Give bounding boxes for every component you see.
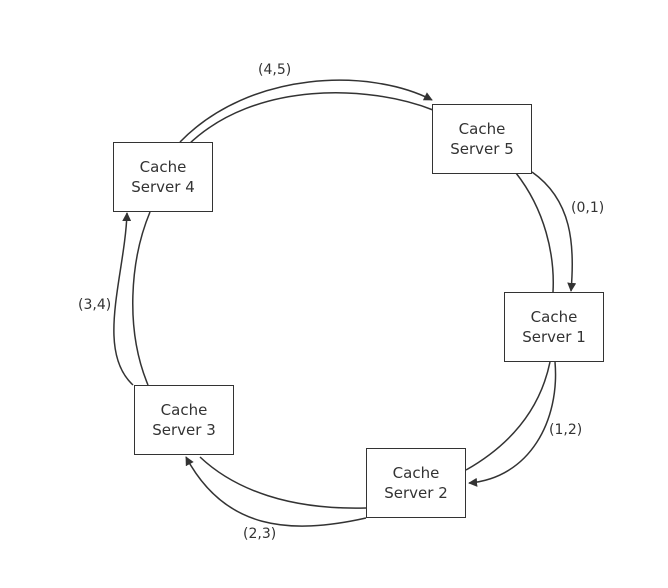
ring-segment-4-5 <box>187 92 434 146</box>
arrow-1-2 <box>468 361 557 487</box>
arrow-2-3 <box>185 456 367 527</box>
node-label-line1: Cache <box>139 158 187 176</box>
edge-label-2-3: (2,3) <box>243 526 277 542</box>
node-label-line1: Cache <box>458 120 506 138</box>
arrow-0-1 <box>531 171 577 292</box>
arrow-4-5 <box>179 79 433 143</box>
node-label-line2: Server 4 <box>131 178 195 196</box>
node-label-line1: Cache <box>160 401 208 419</box>
node-label-line2: Server 3 <box>152 421 216 439</box>
edge-label-3-4: (3,4) <box>78 297 112 313</box>
cache-server-3-node: Cache Server 3 <box>134 385 234 455</box>
node-label-line1: Cache <box>392 464 440 482</box>
edge-label-0-1: (0,1) <box>571 200 605 216</box>
cache-server-5-node: Cache Server 5 <box>432 104 532 174</box>
edge-label-1-2: (1,2) <box>549 422 583 438</box>
edge-label-4-5: (4,5) <box>258 62 292 78</box>
cache-server-1-node: Cache Server 1 <box>504 292 604 362</box>
node-label-line1: Cache <box>530 308 578 326</box>
node-label-line2: Server 5 <box>450 140 514 158</box>
node-label-line2: Server 2 <box>384 484 448 502</box>
ring-segment-2-3 <box>199 456 367 509</box>
ring-segment-3-4 <box>132 211 151 386</box>
arrow-3-4 <box>113 212 134 386</box>
node-label-line2: Server 1 <box>522 328 586 346</box>
ring-segment-5-1 <box>515 172 554 293</box>
ring-segment-1-2 <box>465 361 551 471</box>
cache-server-2-node: Cache Server 2 <box>366 448 466 518</box>
cache-server-4-node: Cache Server 4 <box>113 142 213 212</box>
